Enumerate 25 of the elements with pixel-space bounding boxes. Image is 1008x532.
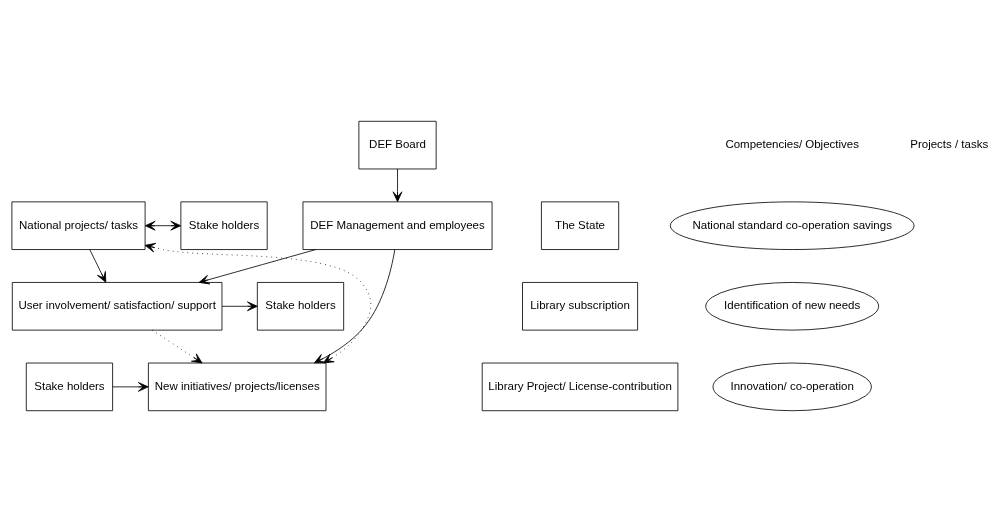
node-box: User involvement/ satisfaction/ support [11,282,223,331]
node-box: Library Project/ License-contribution [481,362,679,412]
node-box: Stake holders [180,201,268,250]
node-box: Stake holders [25,362,114,412]
node-ellipse: Identification of new needs [705,282,880,331]
label: Competencies/ Objectives [725,138,859,151]
arrow [198,249,317,285]
arrow [144,242,372,364]
node-box: DEF Board [358,120,437,170]
node-box: DEF Management and employees [302,201,493,250]
arrow [314,249,396,364]
node-box: New initiatives/ projects/licenses [148,362,327,412]
node-ellipse: National standard co-operation savings [669,201,915,250]
arrow [144,220,182,231]
label: Projects / tasks [910,138,989,151]
node-box: National projects/ tasks [11,201,146,250]
arrow [151,329,203,364]
node-box: Stake holders [256,282,345,331]
node-box: The State [541,201,620,250]
arrow [221,301,258,312]
node-ellipse: Innovation/ co-operation [712,362,872,412]
node-box: Library subscription [522,282,638,331]
arrow [89,249,107,283]
arrow [392,168,403,203]
arrow [112,382,149,392]
